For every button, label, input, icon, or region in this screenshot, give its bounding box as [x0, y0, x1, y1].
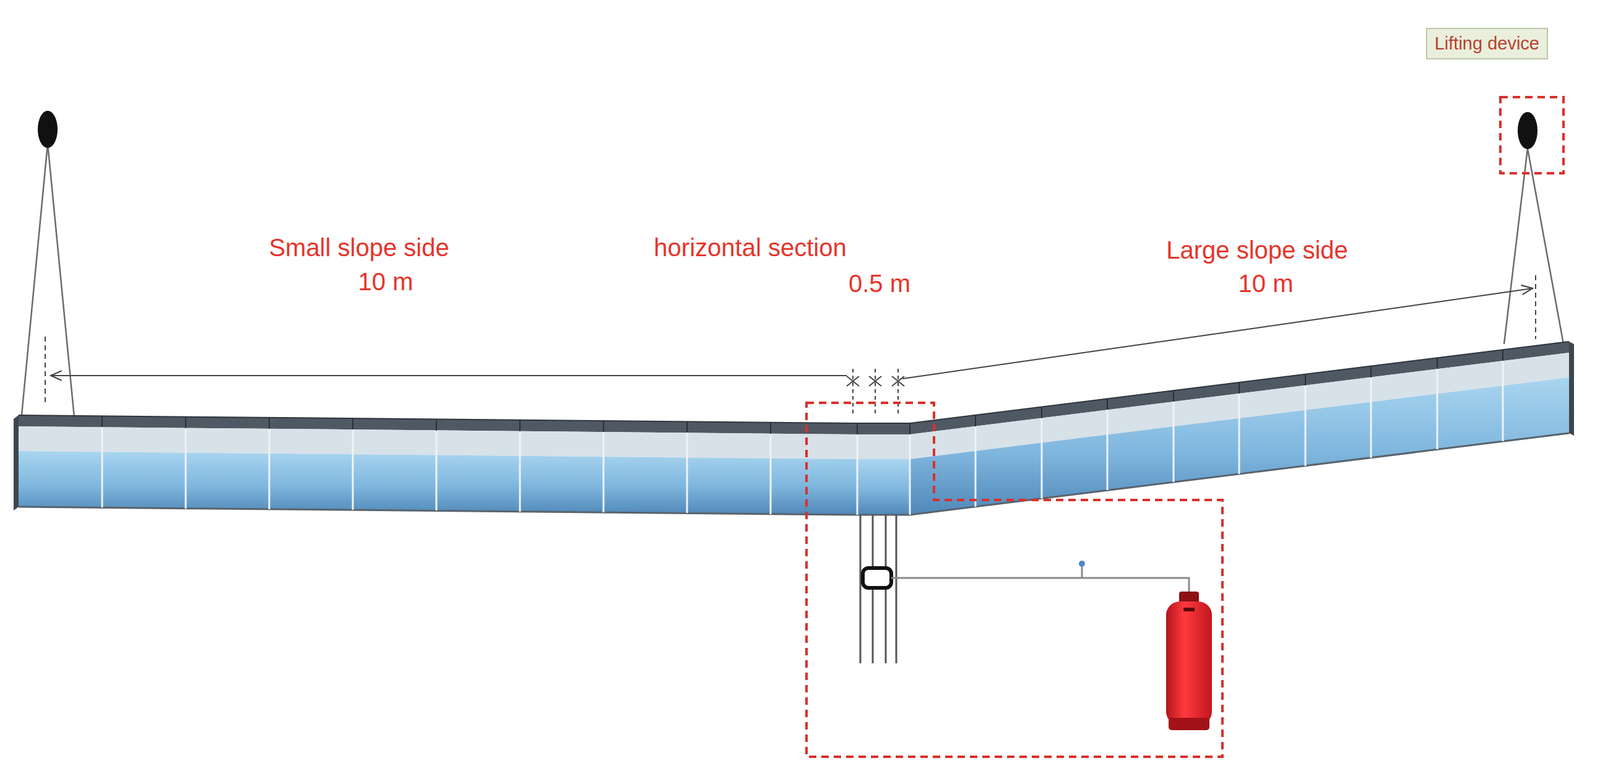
dimension-lines	[45, 275, 1536, 414]
dimension-label: Small slope side	[268, 233, 449, 262]
label-box: Lifting device	[1426, 27, 1549, 60]
dimension-label: 10 m	[358, 267, 414, 296]
flume	[13, 341, 1575, 515]
dimension-label: Large slope side	[1166, 235, 1349, 265]
pulley	[37, 110, 58, 148]
highlight-box	[806, 402, 1223, 757]
dimension-label: 10 m	[1238, 269, 1294, 298]
pulley	[1517, 112, 1538, 150]
highlight-box	[1500, 97, 1564, 174]
dimension-label: horizontal section	[653, 233, 847, 262]
dimension-label: 0.5 m	[848, 269, 911, 298]
aeration-system	[860, 514, 1212, 731]
node-text: Lifting device	[1434, 32, 1540, 55]
